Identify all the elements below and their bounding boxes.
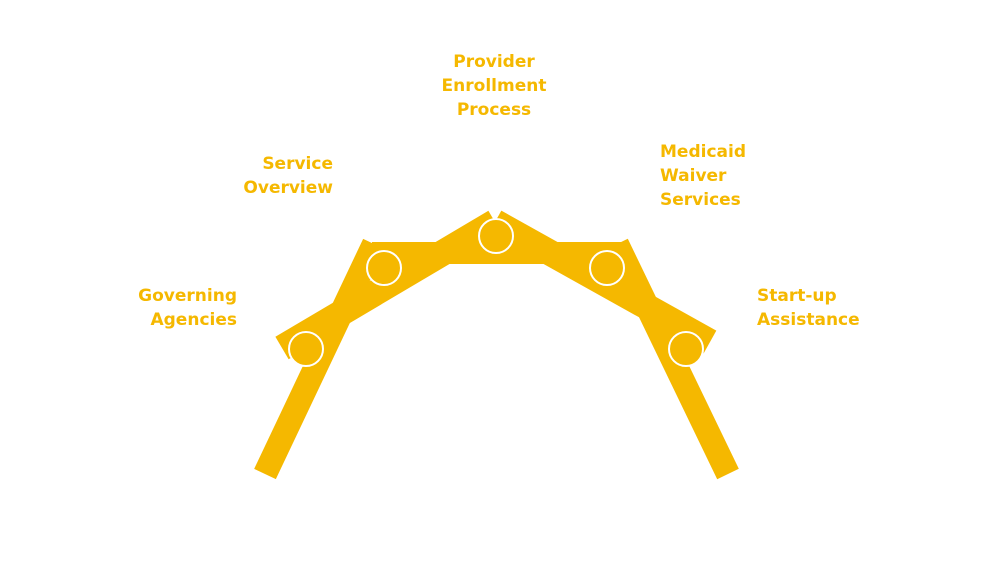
arch-joints bbox=[288, 218, 704, 367]
label-medicaid-waiver: Medicaid Waiver Services bbox=[660, 142, 746, 210]
joint-governing-agencies bbox=[288, 331, 324, 367]
label-startup-assistance: Start-up Assistance bbox=[757, 286, 860, 330]
arch-frame bbox=[254, 210, 739, 480]
label-provider-enrollment: Provider Enrollment Process bbox=[441, 52, 547, 120]
label-service-overview: Service Overview bbox=[243, 154, 333, 198]
joint-service-overview bbox=[366, 250, 402, 286]
joint-medicaid-waiver bbox=[589, 250, 625, 286]
joint-provider-enrollment bbox=[478, 218, 514, 254]
joint-startup-assistance bbox=[668, 331, 704, 367]
label-governing-agencies: Governing Agencies bbox=[138, 286, 237, 330]
